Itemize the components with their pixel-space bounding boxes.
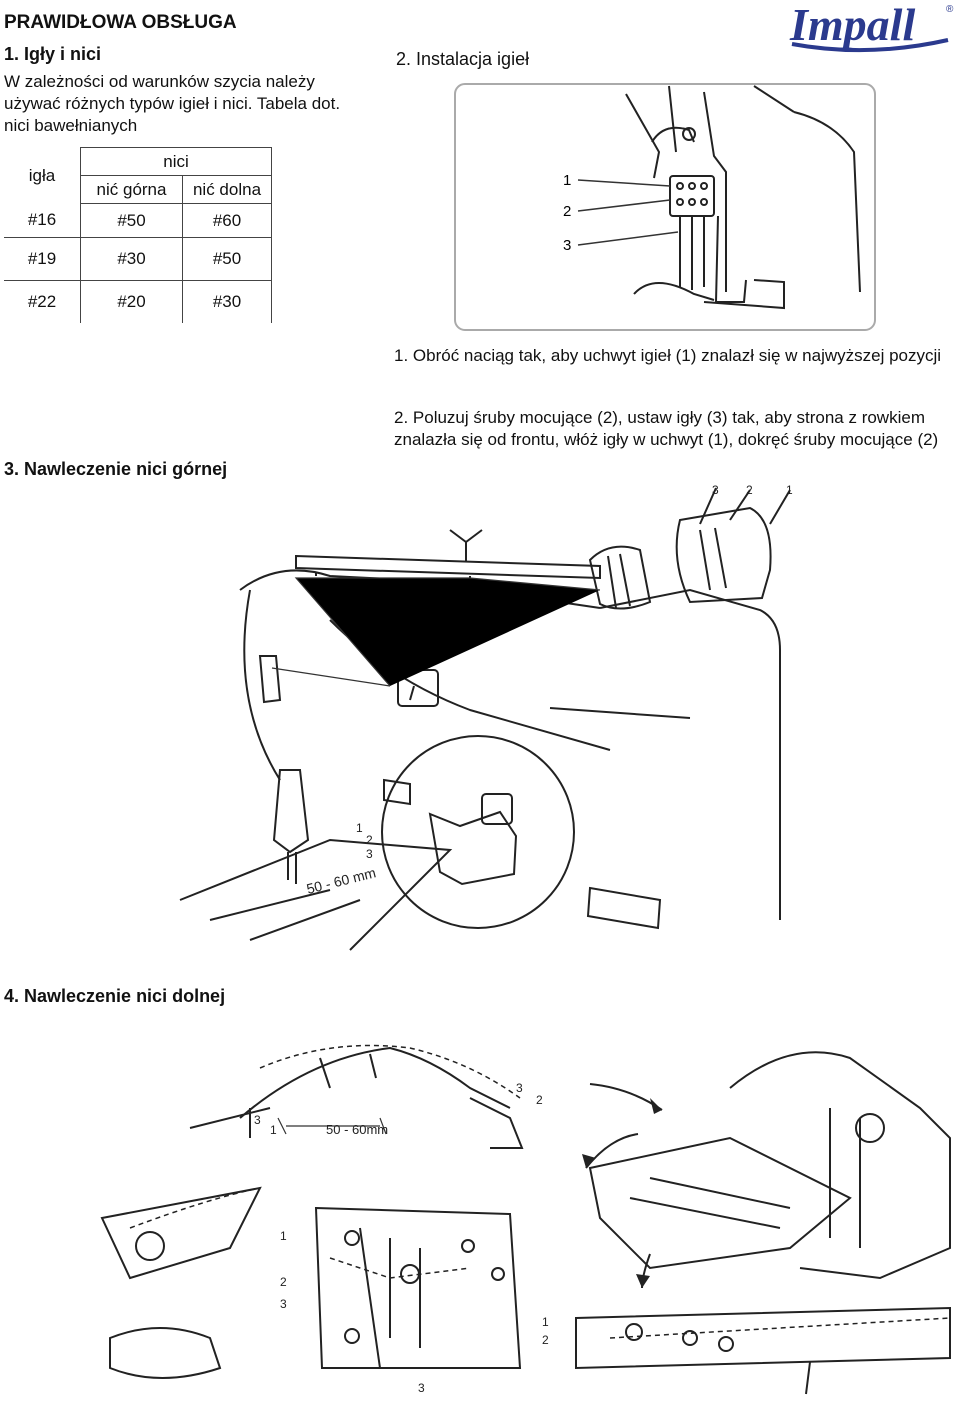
fig4-label-3c: 3	[280, 1297, 287, 1311]
section4-heading: 4. Nawleczenie nici dolnej	[4, 986, 226, 1006]
fig3-label-1: 1	[786, 483, 793, 497]
page-title: PRAWIDŁOWA OBSŁUGA	[4, 12, 237, 33]
thread-table: igła nici nić górna nić dolna #16 #50 #6…	[4, 147, 272, 323]
needle-installation-figure: 1 2 3	[454, 83, 876, 331]
fig4-label-2c: 2	[542, 1333, 549, 1347]
fig3-label-3: 3	[712, 483, 719, 497]
cell-lower: #60	[182, 203, 272, 238]
table-row: #16 #50 #60	[4, 203, 272, 238]
fig3-label-1b: 1	[356, 821, 363, 835]
cell-lower: #30	[182, 280, 272, 323]
fig3-label-2b: 2	[366, 833, 373, 847]
brand-logo-graphic: Impall ®	[789, 0, 954, 53]
section1-intro: W zależności od warunków szycia należy u…	[4, 72, 341, 135]
fig4-measure: 50 - 60mm	[326, 1122, 388, 1137]
upper-threading-figure: 3 2 1 1 2 3 50 - 60 mm	[179, 483, 793, 951]
cell-needle: #22	[4, 280, 81, 323]
cell-upper: #50	[80, 203, 183, 238]
fig2-label-3: 3	[563, 237, 571, 254]
table-row: #22 #20 #30	[4, 280, 272, 323]
cell-needle: #19	[4, 237, 81, 281]
fig3-measure: 50 - 60 mm	[305, 864, 378, 897]
fig3-label-2: 2	[746, 483, 753, 497]
lower-threading-figure: 50 - 60mm 3 3 2 1 1 2 3 1 2 3	[100, 1044, 951, 1395]
section1-heading: 1. Igły i nici	[4, 44, 102, 64]
fig4-label-3a: 3	[254, 1113, 261, 1127]
cell-lower: #50	[182, 237, 272, 281]
table-row: #19 #30 #50	[4, 237, 272, 281]
fig2-label-2: 2	[563, 203, 571, 220]
fig4-label-2a: 2	[536, 1093, 543, 1107]
fig3-label-3b: 3	[366, 847, 373, 861]
logo-text: Impall	[789, 0, 915, 50]
section2-step1: 1. Obróć naciąg tak, aby uchwyt igieł (1…	[394, 346, 942, 365]
header-upper: nić górna	[80, 175, 183, 204]
fig2-label-1: 1	[563, 172, 571, 189]
header-thread: nici	[80, 147, 272, 176]
header-lower: nić dolna	[182, 175, 272, 204]
brand-logo: Impall ®	[788, 0, 960, 56]
fig4-label-1b: 1	[280, 1229, 287, 1243]
fig4-label-3b: 3	[516, 1081, 523, 1095]
section3-heading: 3. Nawleczenie nici górnej	[4, 459, 228, 479]
cell-upper: #30	[80, 237, 183, 281]
logo-registered: ®	[946, 4, 954, 15]
fig4-label-2b: 2	[280, 1275, 287, 1289]
cell-needle: #16	[4, 203, 81, 238]
section2-heading: 2. Instalacja igieł	[396, 49, 530, 69]
fig4-label-1a: 1	[270, 1123, 277, 1137]
fig4-label-1c: 1	[542, 1315, 549, 1329]
cell-upper: #20	[80, 280, 183, 323]
section2-step2: 2. Poluzuj śruby mocujące (2), ustaw igł…	[394, 408, 939, 449]
fig4-label-3d: 3	[418, 1381, 425, 1395]
header-needle: igła	[4, 147, 81, 204]
